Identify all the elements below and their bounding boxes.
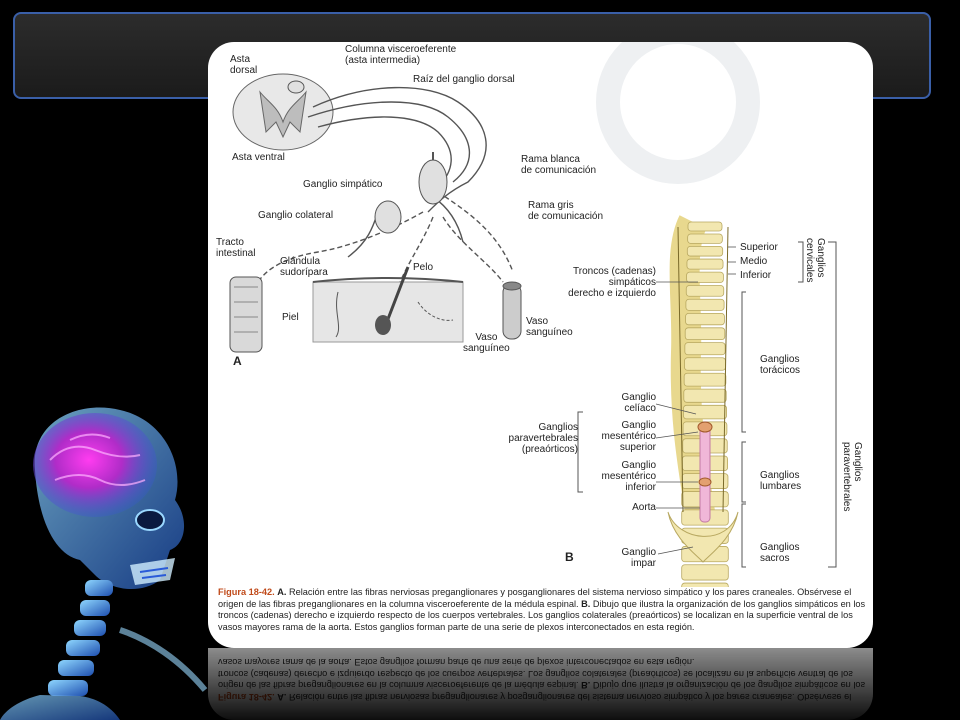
- blood-vessel: [502, 281, 522, 340]
- vertebra: [683, 372, 727, 387]
- label-ganglio-mesenterico-inferior: Ganglio mesentérico inferior: [601, 460, 656, 493]
- vertebra: [684, 357, 726, 371]
- vertebra: [686, 271, 724, 283]
- label-medio: Medio: [740, 256, 768, 267]
- label-ganglios-cervicales: Ganglios cervicales: [804, 238, 826, 283]
- caption-figure-number: Figura 18-42.: [218, 587, 275, 597]
- label-ganglios-sacros: Ganglios sacros: [760, 542, 800, 564]
- figure-caption: Figura 18-42. A. Relación entre las fibr…: [218, 587, 866, 633]
- ganglia-shapes: [287, 80, 448, 234]
- card-reflection: Figura 18-42. A. Relación entre las fibr…: [208, 648, 873, 720]
- brain-skeleton-illustration: [0, 407, 208, 720]
- label-aorta: Aorta: [632, 502, 656, 513]
- label-piel: Piel: [282, 312, 299, 323]
- vertebra: [681, 582, 729, 587]
- label-ganglios-paravertebrales-preaorticos: Ganglios paravertebrales (preaórticos): [508, 422, 578, 455]
- label-rama-blanca: Rama blanca de comunicación: [521, 154, 597, 176]
- label-ganglio-celiaco: Ganglio celíaco: [621, 392, 656, 414]
- label-asta-dorsal: Asta dorsal: [230, 54, 258, 76]
- label-inferior: Inferior: [740, 270, 772, 281]
- label-ganglio-simpatico: Ganglio simpático: [303, 179, 383, 190]
- caption-b-label: B.: [581, 598, 591, 609]
- label-ganglios-lumbares: Ganglios lumbares: [760, 470, 802, 492]
- caption-a-text: Relación entre las fibras nerviosas preg…: [218, 587, 852, 609]
- caption-b-text: Dibujo que ilustra la organización de lo…: [218, 598, 866, 632]
- anatomy-figure: [229, 42, 837, 587]
- label-tracto-intestinal: Tracto intestinal: [216, 237, 256, 259]
- skin-block: [312, 266, 464, 343]
- label-vaso-sanguineo-bottom: Vaso sanguíneo: [463, 332, 510, 354]
- label-columna-visceroeferente: Columna visceroeferente (asta intermedia…: [345, 44, 457, 66]
- label-asta-ventral: Asta ventral: [232, 152, 285, 163]
- label-pelo: Pelo: [413, 262, 434, 273]
- vertebra: [686, 258, 724, 270]
- reflection-fade: [208, 648, 873, 720]
- label-raiz-ganglio-dorsal: Raíz del ganglio dorsal: [413, 74, 515, 85]
- vertebra: [685, 285, 725, 297]
- panel-a-label: A: [233, 354, 242, 368]
- label-glandula-sudoripara: Glándula sudorípara: [280, 256, 328, 278]
- label-ganglios-toracicos: Ganglios torácicos: [760, 354, 801, 376]
- vertebra: [686, 245, 724, 257]
- vertebra: [681, 564, 729, 581]
- figure-card: A Asta dorsal Asta ventral Columna visce…: [208, 42, 873, 648]
- vertebra: [684, 327, 726, 340]
- vertebra: [687, 221, 723, 232]
- label-troncos-simpaticos: Troncos (cadenas) simpáticos derecho e i…: [568, 266, 656, 299]
- caption-a-label: A.: [277, 587, 287, 597]
- label-ganglios-paravertebrales-vertical: Ganglios paravertebrales: [841, 442, 863, 512]
- label-vaso-sanguineo-right: Vaso sanguíneo: [526, 316, 573, 338]
- label-ganglio-impar: Ganglio impar: [621, 547, 656, 569]
- vertebra: [684, 342, 726, 356]
- vertebra: [685, 312, 725, 326]
- label-rama-gris: Rama gris de comunicación: [528, 200, 604, 222]
- vertebra: [687, 233, 723, 244]
- label-ganglio-mesenterico-superior: Ganglio mesentérico superior: [601, 420, 656, 453]
- panel-b-label: B: [565, 550, 574, 564]
- vertebra: [683, 388, 727, 403]
- label-ganglio-colateral: Ganglio colateral: [258, 210, 334, 221]
- vertebra: [683, 404, 727, 420]
- spine-column: [667, 215, 739, 587]
- intestinal-tract: [229, 276, 263, 353]
- spinal-cord-section: [232, 73, 334, 151]
- vertebra: [685, 298, 725, 311]
- nerve-paths: [257, 86, 514, 288]
- label-superior: Superior: [740, 242, 778, 253]
